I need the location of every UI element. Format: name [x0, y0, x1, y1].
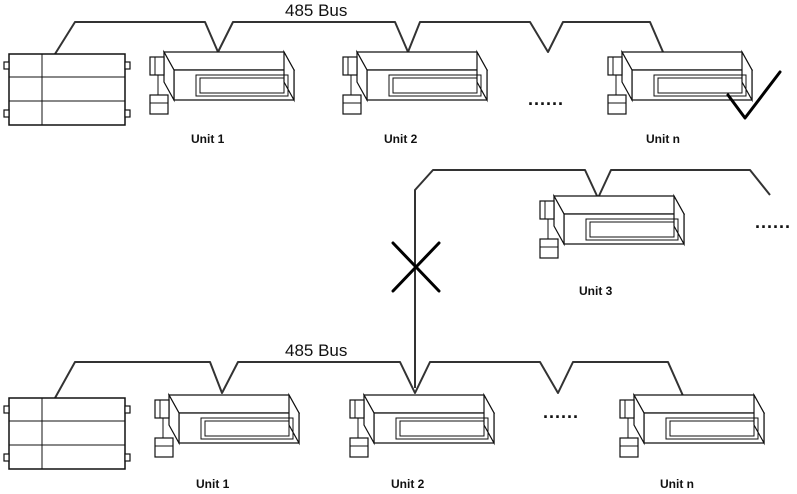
unit-label: Unit 2 — [391, 477, 425, 491]
indoor-unit-1-bottom — [154, 394, 300, 458]
unit-label: Unit n — [660, 477, 694, 491]
more-units-ellipsis: ...... — [755, 212, 791, 232]
rs485-bus-line-top — [54, 21, 664, 55]
indoor-unit-n-top — [607, 51, 753, 115]
unit-label: Unit 1 — [196, 477, 230, 491]
indoor-unit-2-top — [342, 51, 488, 115]
branch-bus-line — [414, 169, 771, 388]
indoor-unit-2-bottom — [349, 394, 495, 458]
indoor-unit-1-top — [149, 51, 295, 115]
branch-wiring-group: Unit 3 ...... — [391, 169, 791, 388]
indoor-unit-n-bottom — [619, 394, 765, 458]
bus-label-bottom: 485 Bus — [285, 341, 347, 360]
rs485-bus-line-bottom — [54, 361, 685, 399]
unit-label: Unit 2 — [384, 132, 418, 146]
more-units-ellipsis: ...... — [528, 89, 564, 109]
bus-label-top: 485 Bus — [285, 1, 347, 20]
cross-mark-icon — [391, 241, 441, 293]
checkmark-icon — [726, 70, 782, 120]
unit-label: Unit 3 — [579, 284, 613, 298]
indoor-unit-3-branch — [539, 195, 685, 259]
wrong-wiring-group: 485 Bus Unit 1 Unit 2 Unit n ...... — [3, 341, 765, 491]
gateway-controller-top — [3, 53, 131, 126]
more-units-ellipsis: ...... — [543, 402, 579, 422]
unit-label: Unit 1 — [191, 132, 225, 146]
correct-wiring-group: 485 Bus Unit 1 Unit 2 Unit n ...... — [3, 1, 782, 146]
gateway-controller-bottom — [3, 397, 131, 470]
unit-label: Unit n — [646, 132, 680, 146]
